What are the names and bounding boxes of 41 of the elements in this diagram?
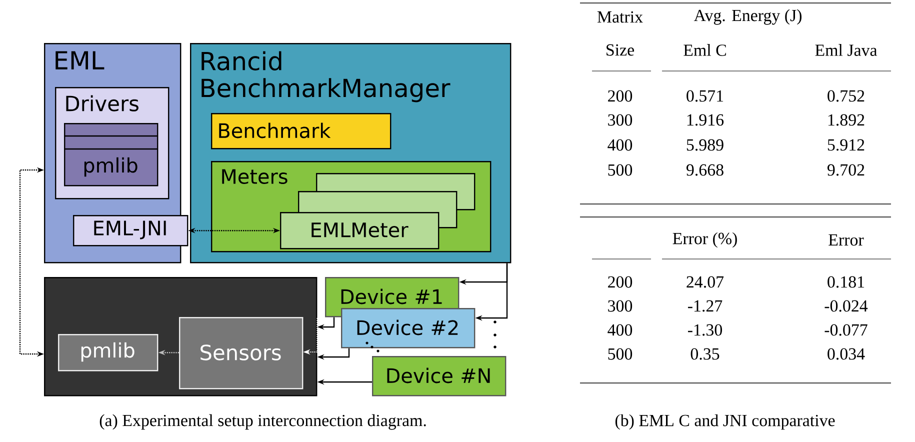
- table-value: 9.668: [686, 164, 724, 176]
- sensor-box: Sensors: [179, 316, 304, 390]
- interface-box: EML-JNI: [73, 215, 188, 246]
- table-value: -1.30: [688, 324, 722, 336]
- device-box: Device #2: [341, 308, 476, 348]
- table-value: 400: [608, 324, 632, 336]
- figure-caption: (b) EML C and JNI comparative: [615, 414, 835, 430]
- table-value: 200: [608, 276, 632, 288]
- table-header: Eml C: [684, 44, 726, 56]
- table-value: -0.077: [824, 324, 868, 336]
- table-value: 24.07: [686, 276, 724, 288]
- table-value: -1.27: [688, 300, 722, 312]
- meter-card: EMLMeter: [280, 212, 440, 250]
- table-value: 300: [608, 114, 632, 126]
- figure-caption: (a) Experimental setup interconnection diagram.: [100, 414, 426, 430]
- table-value: 500: [608, 164, 632, 176]
- table-value: -0.024: [824, 300, 868, 312]
- table-header: Eml Java: [815, 44, 878, 56]
- component-box: Benchmark: [211, 113, 392, 150]
- device-box: Device #N: [372, 356, 506, 396]
- table-value: 1.892: [828, 114, 864, 126]
- table-value: 0.181: [828, 276, 864, 288]
- table-header: Error (%): [672, 232, 737, 248]
- table-value: 400: [608, 139, 632, 151]
- table-header: Error: [828, 234, 864, 246]
- table-value: 200: [608, 90, 632, 102]
- table-header: Matrix: [597, 11, 643, 23]
- driver-stack: pmlib: [64, 123, 158, 186]
- table-value: 9.702: [828, 164, 864, 176]
- table-value: 300: [608, 300, 632, 312]
- table-value: 1.916: [687, 114, 724, 126]
- table-value: 5.912: [828, 139, 864, 151]
- table-value: 0.571: [686, 90, 724, 102]
- table-value: 0.35: [690, 348, 720, 360]
- table-value: 5.989: [686, 139, 724, 151]
- table-header: Size: [606, 44, 634, 56]
- table-header: Avg. Energy (J): [694, 9, 802, 25]
- table-value: 0.034: [828, 348, 865, 360]
- table-value: 500: [608, 348, 632, 360]
- library-box: pmlib: [58, 334, 158, 372]
- table-value: 0.752: [828, 90, 864, 102]
